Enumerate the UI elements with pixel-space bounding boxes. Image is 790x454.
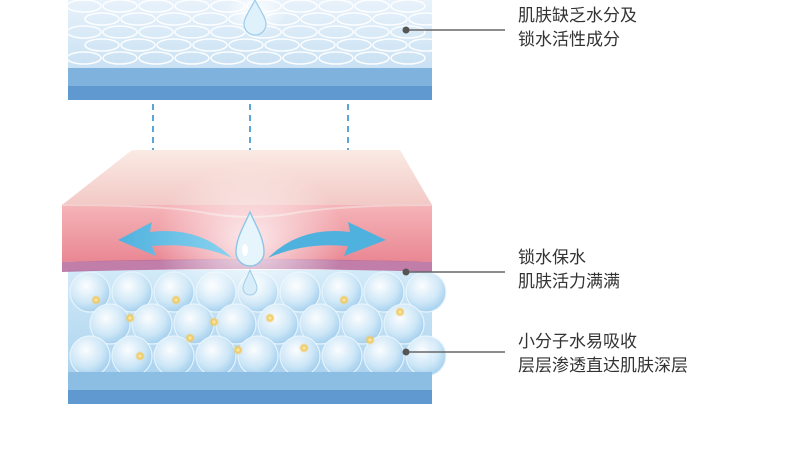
annotation-line: 肌肤活力满满 <box>518 272 620 292</box>
annotation-lock-moisture: 锁水保水 肌肤活力满满 <box>518 246 620 294</box>
dry-cell-texture <box>66 0 444 65</box>
annotation-line: 小分子水易吸收 <box>518 332 637 352</box>
water-molecule-sparkles <box>91 295 405 361</box>
annotation-dry-skin: 肌肤缺乏水分及 锁水活性成分 <box>518 4 637 52</box>
hydrated-skin-block <box>61 150 447 404</box>
water-drop-icon <box>235 210 265 296</box>
annotation-line: 锁水活性成分 <box>518 30 620 50</box>
flow-arrow-icon <box>268 222 386 258</box>
flow-arrow-icon <box>118 222 232 258</box>
annotation-line: 肌肤缺乏水分及 <box>518 6 637 26</box>
water-drop-icon <box>223 0 287 36</box>
leader-lines <box>402 26 505 356</box>
annotation-line: 锁水保水 <box>518 248 586 268</box>
dry-skin-block <box>66 0 444 100</box>
annotation-line: 层层渗透直达肌肤深层 <box>518 356 688 376</box>
annotation-deep-penetration: 小分子水易吸收 层层渗透直达肌肤深层 <box>518 330 688 378</box>
